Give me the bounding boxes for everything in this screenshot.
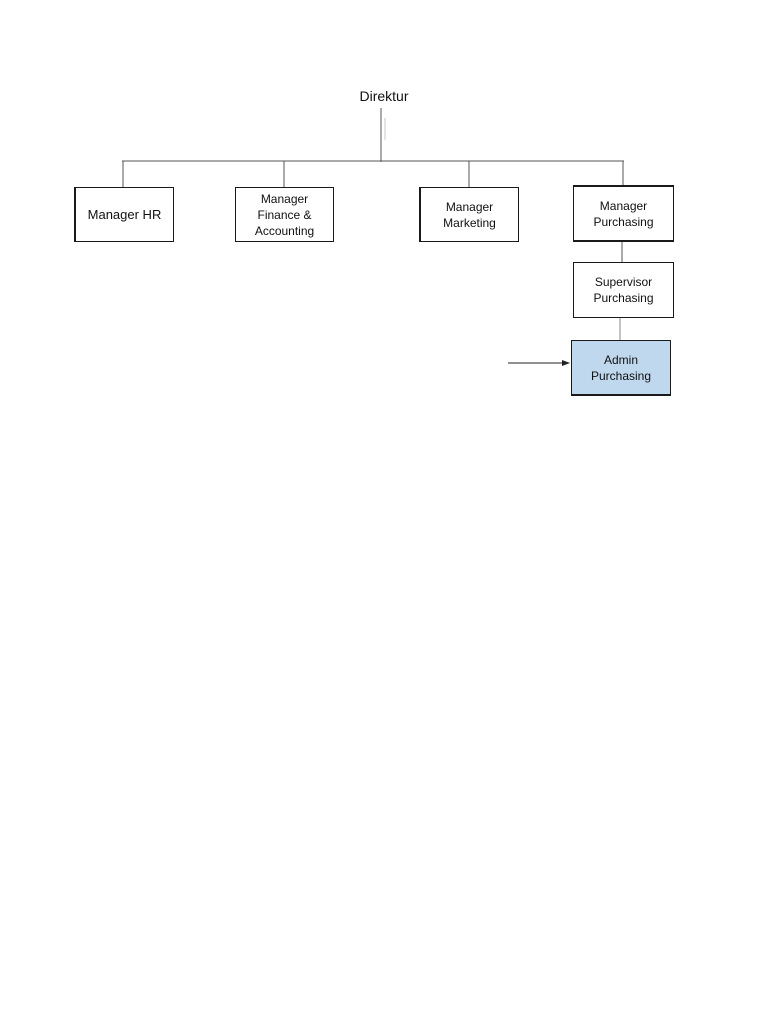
node-label: Manager Marketing [443, 199, 496, 230]
node-label: Manager Finance & Accounting [254, 191, 315, 238]
node-manager-finance-accounting: Manager Finance & Accounting [235, 187, 334, 242]
node-manager-marketing: Manager Marketing [419, 187, 519, 242]
node-label: Manager Purchasing [593, 198, 654, 229]
root-node-direktur: Direktur [359, 88, 409, 104]
node-manager-hr: Manager HR [74, 187, 174, 242]
node-label: Supervisor Purchasing [593, 275, 654, 305]
node-supervisor-purchasing: Supervisor Purchasing [573, 262, 674, 318]
node-manager-purchasing: Manager Purchasing [573, 185, 674, 242]
node-label: Manager HR [87, 206, 162, 222]
node-admin-purchasing: Admin Purchasing [571, 340, 671, 396]
node-label: Admin Purchasing [590, 352, 652, 383]
